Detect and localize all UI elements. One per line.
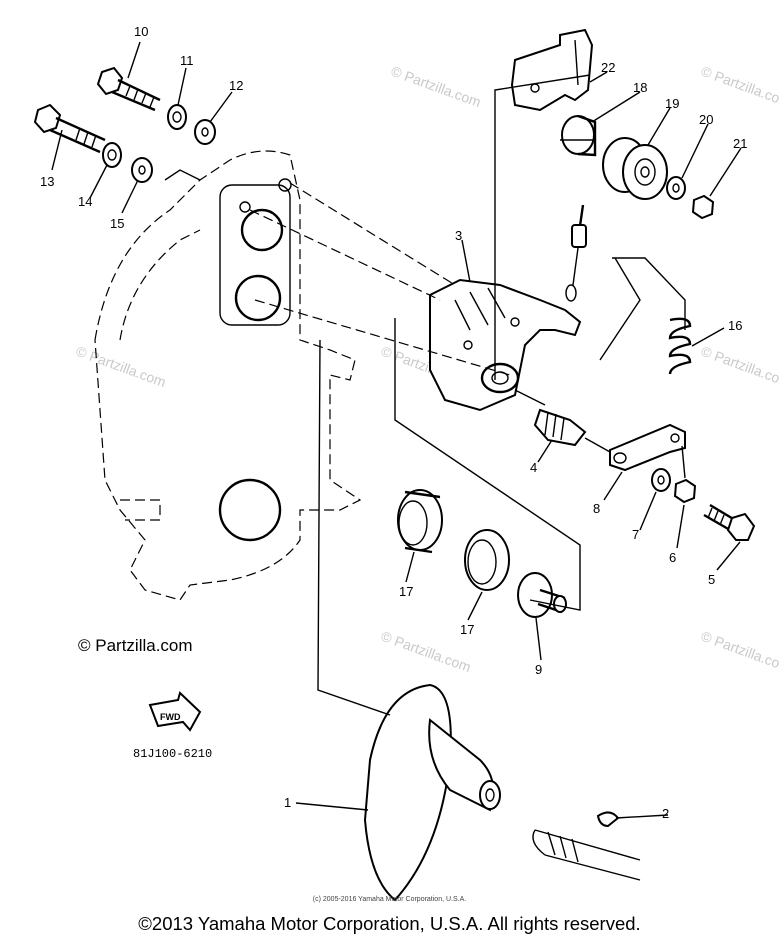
part-number: 4 [530,460,537,475]
part-number: 5 [708,572,715,587]
part-number: 19 [665,96,679,111]
copyright-notice: ©2013 Yamaha Motor Corporation, U.S.A. A… [138,913,641,934]
shaft-9 [517,572,567,618]
watermark: © Partzilla.com [379,628,473,675]
part-number: 3 [455,228,462,243]
part-number: 2 [662,806,669,821]
washer-12 [194,119,216,145]
washer-14 [102,142,122,168]
part-number: 6 [669,550,676,565]
part-number: 13 [40,174,54,189]
part-number: 9 [535,662,542,677]
part-number: 10 [134,24,148,39]
part-number: 16 [728,318,742,333]
part-number: 18 [633,80,647,95]
part-number: 15 [110,216,124,231]
frame-bracket [94,150,362,601]
watermark: © Partzilla.com [699,63,779,110]
driveshaft [532,829,641,881]
key-2 [596,811,620,828]
part-number: 17 [399,584,413,599]
collar-18 [561,114,597,157]
small-copyright: (c) 2005-2016 Yamaha Motor Corporation, … [312,896,467,903]
bolt-5 [703,503,756,541]
washer-7 [651,468,671,492]
part-number: 14 [78,194,92,209]
sheave-1 [363,683,501,902]
part-number: 7 [632,527,639,542]
part-number: 20 [699,112,713,127]
bushing-17-a [397,489,443,554]
forward-arrow: FWD [148,691,202,732]
assembly-lines [164,74,686,716]
part-number: 12 [229,78,243,93]
washer-11 [167,104,187,130]
bolt-13 [33,103,106,154]
watermark: © Partzilla.com [699,628,779,675]
watermark: © Partzilla.com [699,343,779,390]
bushing-17-b [464,529,510,591]
spring-16 [668,317,692,375]
leader-lines [51,41,742,819]
diagram-code: 81J100-6210 [133,747,213,761]
bolt-10 [96,66,161,112]
adjuster-4 [533,408,587,447]
part-number: 22 [601,60,615,75]
washer-20 [666,176,686,200]
part-number: 17 [460,622,474,637]
bracket-22 [510,28,594,112]
part-number: 8 [593,501,600,516]
shift-arm-3 [429,278,582,412]
site-mark: © Partzilla.com [78,636,193,655]
part-number: 21 [733,136,747,151]
nut-6 [673,478,697,504]
part-number: 11 [180,53,194,68]
fwd-label: FWD [160,712,181,722]
lever-8 [609,423,686,472]
washer-15 [131,157,153,183]
watermark: © Partzilla.com [389,63,483,110]
cable-end [565,204,587,302]
nut-21 [691,194,715,220]
watermark: © Partzilla.com [74,343,168,390]
part-number-labels: 1 2 3 4 5 6 7 8 9 10 11 12 13 14 15 16 1… [40,24,747,821]
pulley-19 [602,137,668,200]
part-number: 1 [284,795,291,810]
